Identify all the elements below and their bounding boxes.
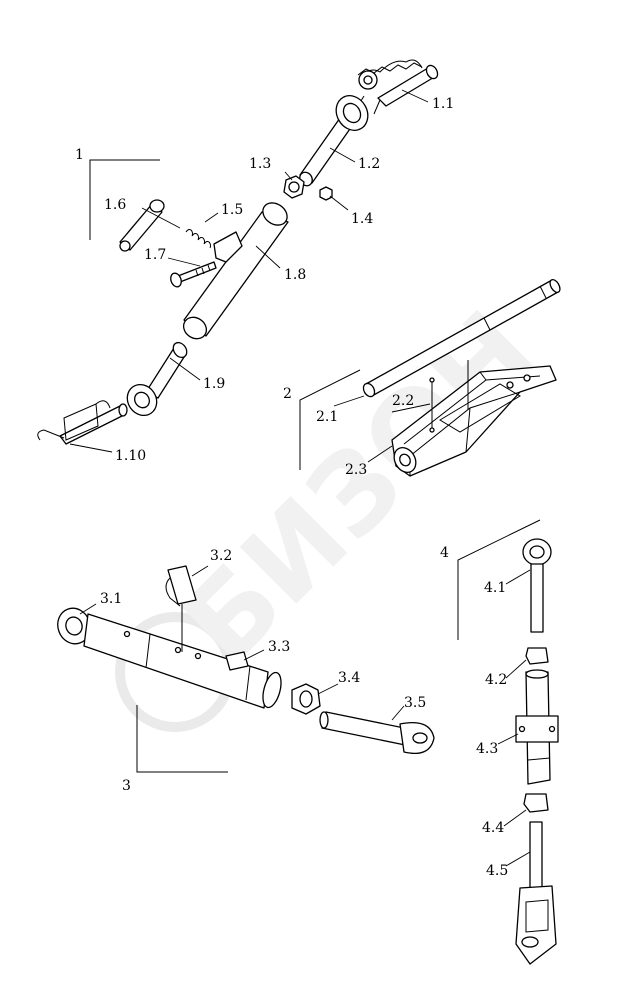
callout-4-4: 4.4 — [482, 820, 504, 836]
leaders-1 — [69, 89, 429, 453]
group-bracket-3: 3 — [122, 705, 228, 794]
callout-1-1: 1.1 — [432, 96, 454, 112]
callout-1-10: 1.10 — [115, 448, 146, 464]
assembly-3: 3.1 3.2 3.3 3.4 3.5 — [57, 548, 435, 755]
part-1-2-rod — [299, 95, 369, 187]
callout-3-2: 3.2 — [210, 548, 232, 564]
group-bracket-1: 1 — [75, 147, 160, 240]
part-4-1-ball-rod — [522, 538, 552, 633]
leaders-4 — [497, 569, 531, 867]
callout-1-2: 1.2 — [358, 156, 380, 172]
assembly-2: 2.1 2.2 2.3 — [316, 278, 561, 478]
part-3-4-nut — [291, 683, 321, 715]
callout-2-2: 2.2 — [392, 393, 414, 409]
callout-2-1: 2.1 — [316, 409, 338, 425]
part-1-4-small-nut — [319, 186, 333, 201]
part-1-8-tube — [182, 202, 289, 340]
part-1-9-rod — [126, 341, 188, 417]
part-3-1-ball-end — [57, 607, 91, 645]
group-bracket-2: 2 — [283, 369, 361, 470]
part-4-2-nut — [525, 647, 549, 665]
callout-3-5: 3.5 — [404, 695, 426, 711]
part-4-5-clevis — [515, 821, 557, 965]
part-1-6-handle — [119, 199, 165, 252]
callout-1-4: 1.4 — [351, 211, 373, 227]
part-4-3-sleeve — [515, 669, 559, 785]
part-3-3-tube — [83, 613, 282, 709]
part-1-10-pin — [37, 400, 128, 445]
callout-2-3: 2.3 — [345, 462, 367, 478]
part-1-5-spring — [185, 229, 211, 249]
callout-1-9: 1.9 — [203, 376, 225, 392]
callout-4-2: 4.2 — [485, 672, 507, 688]
callout-4-5: 4.5 — [486, 863, 508, 879]
assembly-1: 1.1 1.2 1.3 1.4 1.5 1.6 1.7 1.8 1.9 1.10 — [37, 59, 454, 464]
assembly-4: 4.1 4.2 4.3 4.4 4.5 — [476, 538, 559, 965]
callout-1-7: 1.7 — [144, 247, 166, 263]
part-1-7-bolt — [170, 261, 217, 288]
callout-4-1: 4.1 — [484, 580, 506, 596]
part-4-4-nut — [523, 793, 549, 813]
callout-1-5: 1.5 — [221, 202, 243, 218]
part-1-3-nut — [283, 175, 305, 199]
group-label-3: 3 — [122, 778, 131, 794]
callout-1-6: 1.6 — [104, 197, 126, 213]
leaders-2 — [333, 395, 431, 463]
part-2-3-bracket — [391, 365, 557, 477]
callout-3-3: 3.3 — [268, 639, 290, 655]
group-label-1: 1 — [75, 147, 84, 163]
group-bracket-4: 4 — [440, 519, 541, 640]
callout-1-8: 1.8 — [284, 267, 306, 283]
watermark-text: БИЗОН — [158, 287, 559, 688]
callout-4-3: 4.3 — [476, 741, 498, 757]
group-label-2: 2 — [283, 386, 292, 402]
part-2-2-pins — [429, 360, 469, 433]
part-1-1-pin — [353, 59, 439, 115]
part-3-5-rod-end — [319, 711, 435, 755]
callout-3-4: 3.4 — [338, 670, 360, 686]
group-label-4: 4 — [440, 545, 449, 561]
part-2-1-shaft — [362, 278, 561, 398]
leaders-3 — [79, 565, 405, 721]
part-3-2-clip — [165, 565, 197, 652]
callout-3-1: 3.1 — [100, 591, 122, 607]
callout-1-3: 1.3 — [249, 156, 271, 172]
